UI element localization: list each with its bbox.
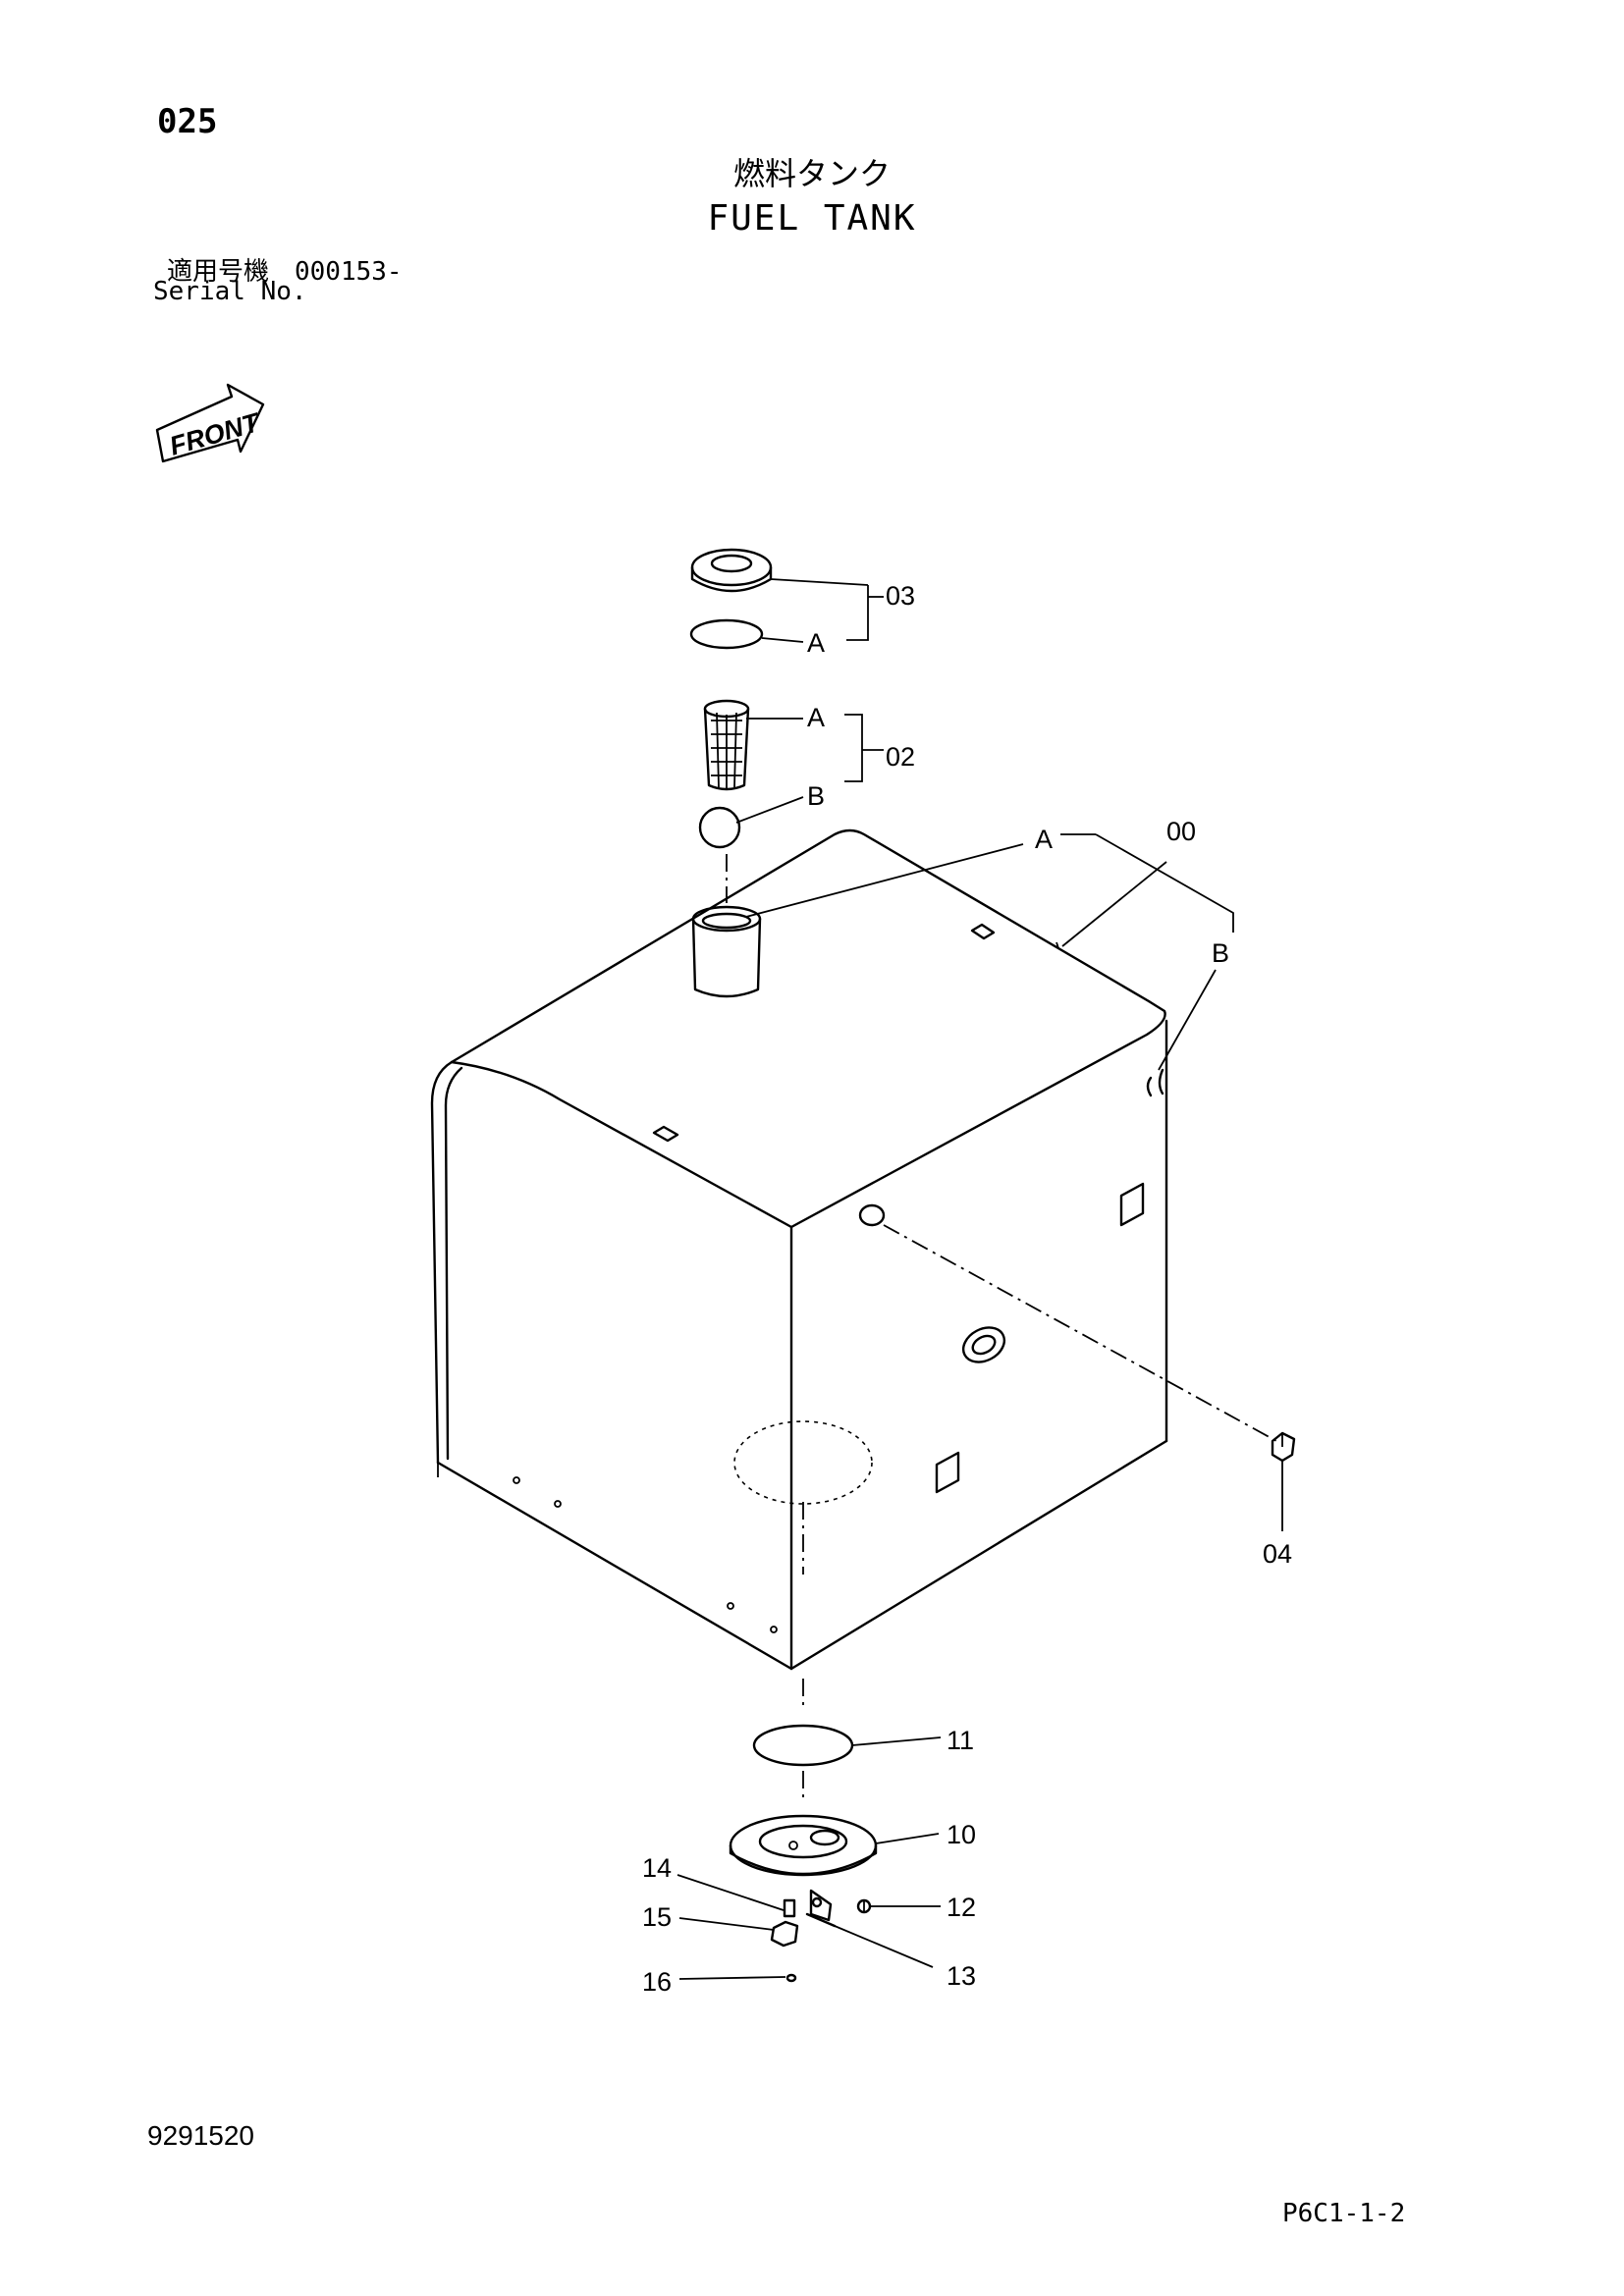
- leader-lines: [677, 578, 1283, 1980]
- drain-cap: [785, 1973, 797, 1983]
- tank-body: [430, 828, 1168, 1671]
- plug-center-line: [883, 1224, 1277, 1442]
- drain-cock: [770, 1920, 799, 1948]
- serial-label-english: Serial No.: [153, 277, 307, 306]
- flange-bolt: [856, 1898, 872, 1914]
- callout-11: 11: [947, 1726, 974, 1755]
- fitting: [783, 1898, 796, 1918]
- callout-16: 16: [642, 1967, 672, 1997]
- strainer-ball: [698, 806, 741, 849]
- page-number: 025: [157, 102, 218, 141]
- callout-00: 00: [1166, 817, 1196, 846]
- filler-cap: [690, 548, 773, 593]
- drain-plug: [1271, 1431, 1296, 1463]
- callout-b-ball: B: [807, 781, 825, 811]
- callout-a-neck: A: [1035, 825, 1053, 854]
- suction-flange: [729, 1814, 878, 1877]
- cap-o-ring: [689, 618, 764, 650]
- callout-a-strainer: A: [807, 703, 825, 732]
- callout-03: 03: [886, 581, 915, 611]
- callout-a-cap-ring: A: [807, 628, 825, 658]
- callout-13: 13: [947, 1961, 976, 1991]
- callout-02: 02: [886, 742, 915, 772]
- front-arrow-icon: FRONT: [155, 383, 264, 463]
- strainer: [703, 699, 750, 791]
- serial-label-japanese: 適用号機 000153-: [167, 257, 403, 287]
- title-english: FUEL TANK: [707, 198, 917, 239]
- callout-12: 12: [947, 1893, 976, 1922]
- filler-neck: [691, 905, 762, 998]
- callout-b-breather: B: [1212, 938, 1229, 968]
- front-label: FRONT: [166, 407, 264, 461]
- title-japanese: 燃料タンク: [732, 155, 891, 192]
- flange-o-ring: [752, 1724, 854, 1767]
- callout-04: 04: [1263, 1539, 1292, 1569]
- sheet-code: P6C1-1-2: [1282, 2199, 1406, 2228]
- callout-15: 15: [642, 1902, 672, 1932]
- callout-10: 10: [947, 1820, 976, 1849]
- drain-valve: [805, 1889, 837, 1928]
- figure-number: 9291520: [147, 2120, 255, 2151]
- callout-14: 14: [642, 1853, 672, 1883]
